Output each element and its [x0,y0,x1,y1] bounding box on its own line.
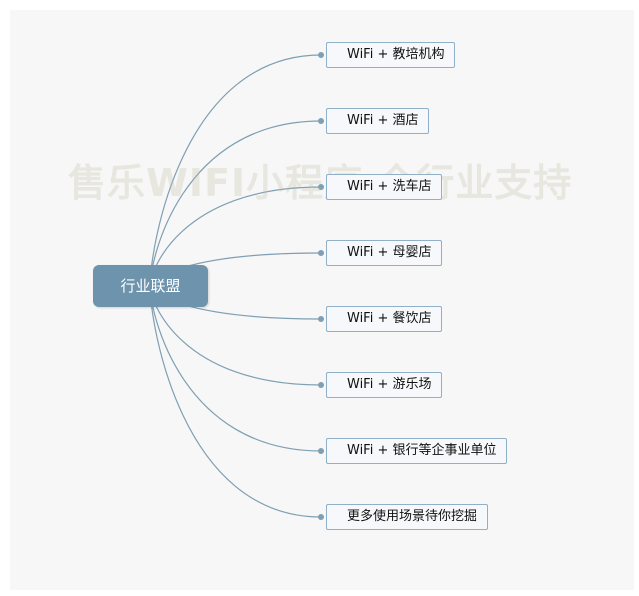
connector-dot [318,184,324,190]
root-node-label: 行业联盟 [120,277,181,295]
branch-label: WiFi + 洗车店 [347,179,432,194]
branch-label: WiFi + 游乐场 [347,377,432,392]
connector-dot [318,52,324,58]
connector-dot [318,118,324,124]
connector-dot [318,382,324,388]
branch-node[interactable]: WiFi + 餐饮店 [326,306,443,332]
branch-label: WiFi + 餐饮店 [347,311,432,326]
branch-node[interactable]: WiFi + 银行等企事业单位 [326,438,508,464]
branch-label: 更多使用场景待你挖掘 [347,509,478,524]
branch-node[interactable]: WiFi + 酒店 [326,108,430,134]
branch-node[interactable]: WiFi + 洗车店 [326,174,443,200]
branch-label: WiFi + 教培机构 [347,47,445,62]
connector-dot [318,316,324,322]
branch-label: WiFi + 母婴店 [347,245,432,260]
connector-line [149,54,322,287]
branch-node[interactable]: WiFi + 教培机构 [326,42,456,68]
connector-dot [318,514,324,520]
connector-line [149,285,322,518]
watermark-text: 售乐WIFI小程序 全行业支持 [68,161,573,205]
branch-label: WiFi + 酒店 [347,113,419,128]
branch-node[interactable]: WiFi + 游乐场 [326,372,443,398]
root-node[interactable]: 行业联盟 [93,265,208,307]
connector-dot [318,250,324,256]
branch-node[interactable]: 更多使用场景待你挖掘 [326,504,489,530]
connector-dot [318,448,324,454]
branch-node[interactable]: WiFi + 母婴店 [326,240,443,266]
connector-line [149,285,322,452]
branch-label: WiFi + 银行等企事业单位 [347,443,497,458]
